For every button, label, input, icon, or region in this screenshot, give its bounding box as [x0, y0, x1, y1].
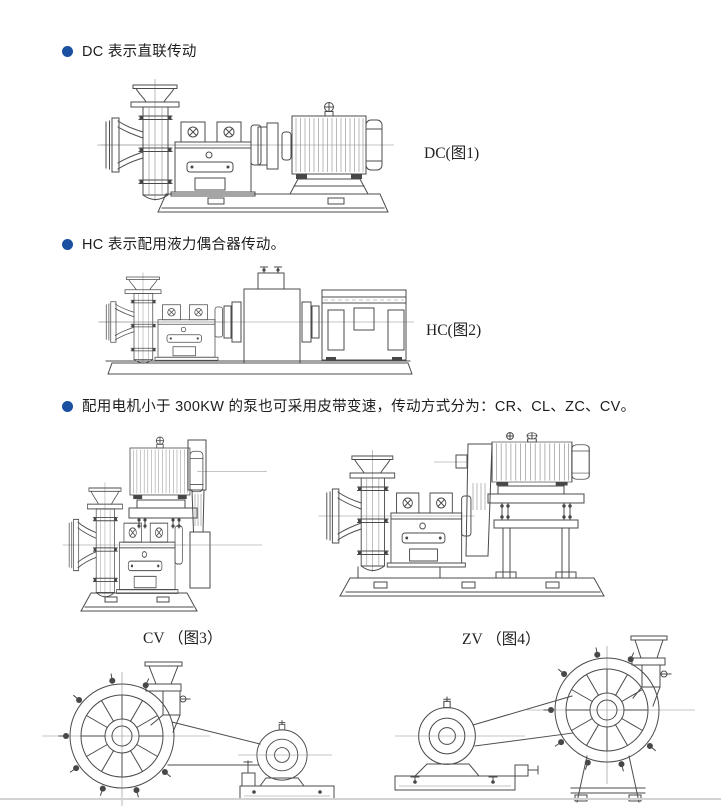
- bullet-item-belt: 配用电机小于 300KW 的泵也可采用皮带变速，传动方式分为：CR、CL、ZC、…: [62, 398, 635, 416]
- bullet-text-hc: HC 表示配用液力偶合器传动。: [82, 237, 286, 253]
- hydraulic-coupler: [243, 288, 301, 364]
- bullet-text-dc: DC 表示直联传动: [82, 44, 197, 60]
- page-edge-divider: [0, 798, 721, 800]
- baseplate: [80, 592, 198, 612]
- bullet-item-hc: HC 表示配用液力偶合器传动。: [62, 236, 285, 254]
- pump: [99, 272, 226, 365]
- motor: [321, 289, 407, 361]
- figure-hc-coupler-drive-drawing: [98, 266, 414, 375]
- figure-1-label: DC(图1): [424, 145, 480, 162]
- baseplate: [105, 360, 413, 375]
- figure-3-label: CV （图3）: [143, 630, 223, 647]
- belt: [171, 721, 261, 745]
- motor-platform: [487, 493, 585, 504]
- figure-zv-belt-drive-drawing: [317, 432, 605, 597]
- motor: [418, 696, 476, 765]
- bullet-icon: [62, 401, 73, 412]
- coupling: [257, 126, 268, 166]
- motor-mount-plate: [128, 507, 198, 519]
- motor-base: [394, 775, 516, 791]
- baseplate: [157, 193, 389, 213]
- bullet-text-belt: 配用电机小于 300KW 的泵也可采用皮带变速，传动方式分为：CR、CL、ZC、…: [82, 399, 636, 415]
- figure-4-label: ZV （图4）: [462, 631, 541, 648]
- belt-guard-lower: [189, 531, 211, 589]
- motor-pedestal: [289, 178, 369, 195]
- pump: [317, 449, 476, 573]
- pump-casing: [526, 645, 696, 785]
- discharge-flange: [144, 661, 183, 667]
- figure-2-label: HC(图2): [426, 322, 482, 339]
- bullet-item-dc: DC 表示直联传动: [62, 43, 197, 61]
- motor: [491, 432, 590, 487]
- stand-legs: [502, 527, 570, 579]
- figure-front-view-pump-left-drawing: [41, 661, 335, 806]
- pump: [96, 78, 266, 202]
- bullet-icon: [62, 239, 73, 250]
- belt-guard: [465, 443, 493, 557]
- pump-casing: [41, 671, 211, 806]
- motor: [256, 720, 308, 781]
- baseplate: [339, 577, 605, 597]
- belt-guard-upper: [187, 439, 207, 491]
- figure-dc-direct-drive-drawing: [96, 78, 394, 213]
- belt: [472, 695, 573, 726]
- motor: [291, 102, 383, 180]
- support-legs: [576, 755, 640, 803]
- discharge-flange: [630, 635, 668, 641]
- figure-front-view-pump-right-drawing: [394, 635, 696, 803]
- bullet-icon: [62, 46, 73, 57]
- figure-cv-belt-drive-drawing: [62, 436, 267, 612]
